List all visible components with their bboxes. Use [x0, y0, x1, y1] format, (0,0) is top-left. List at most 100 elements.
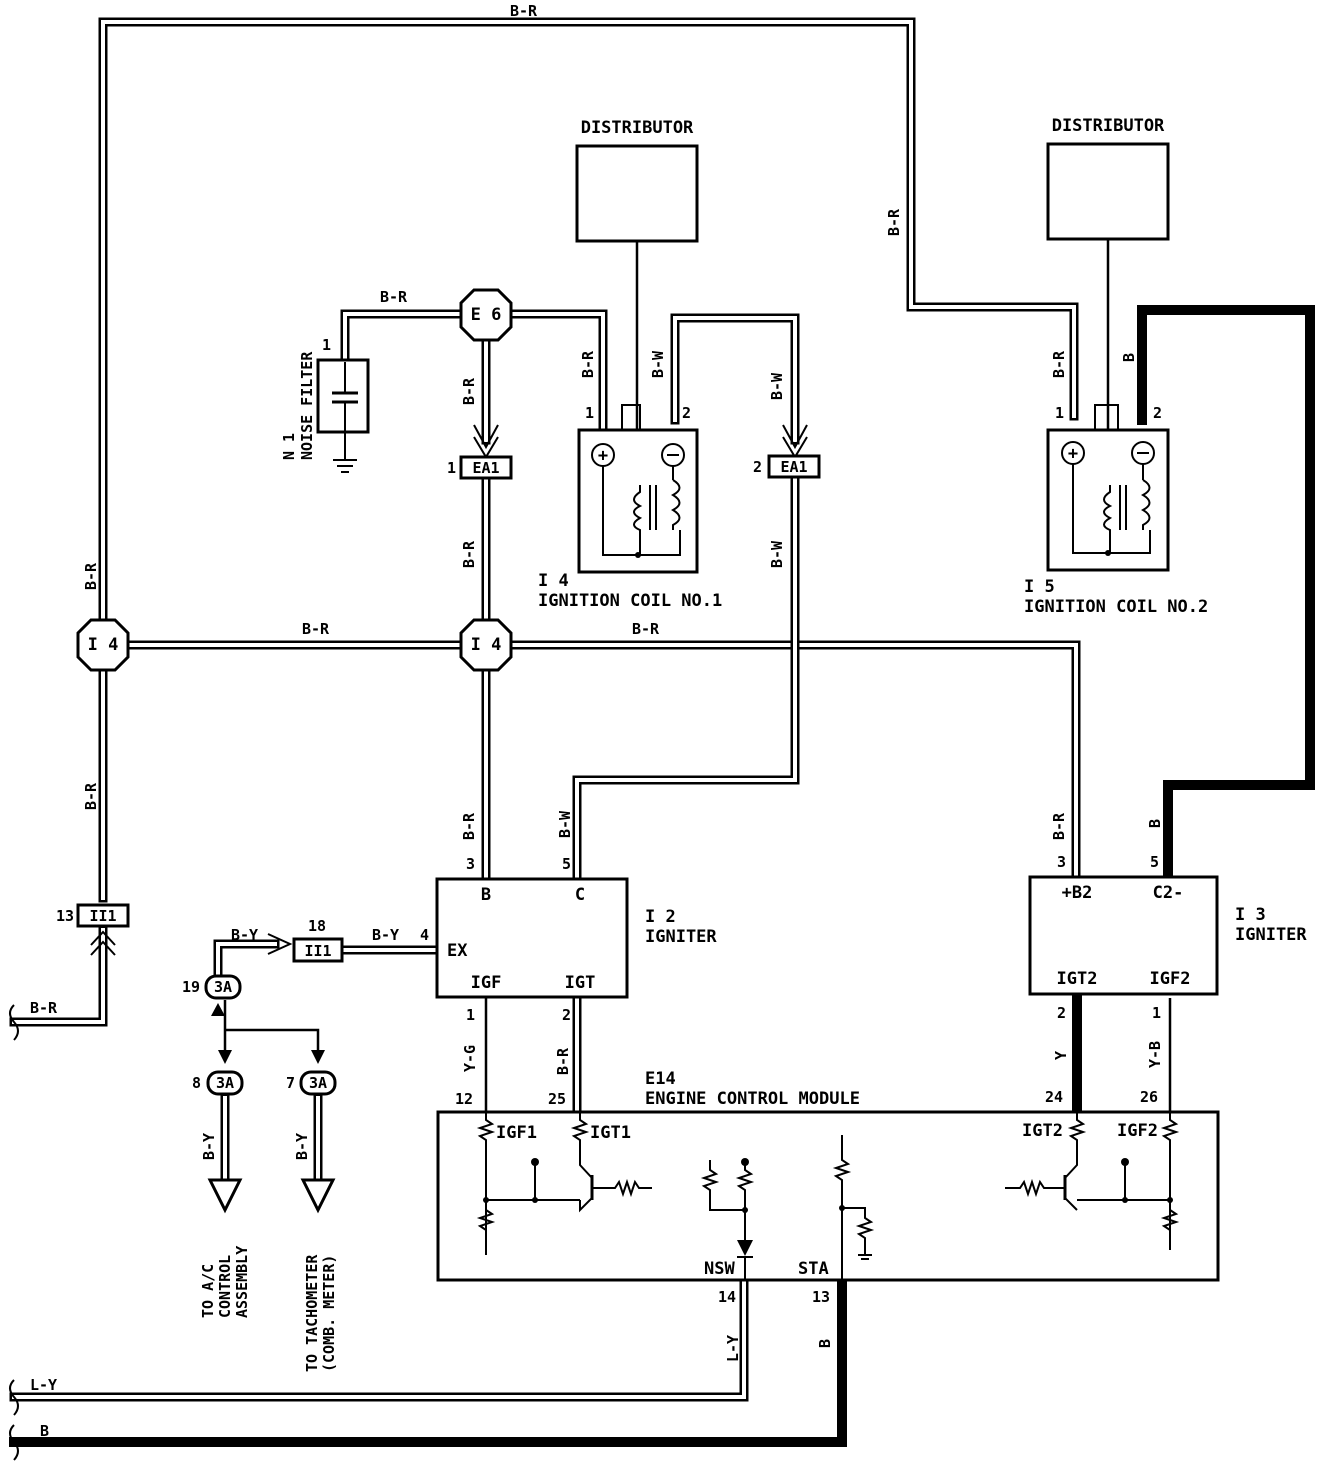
dest-ac-line1: TO A/C	[199, 1264, 217, 1318]
label-by-v1: B-Y	[200, 1133, 218, 1160]
svg-text:+: +	[598, 446, 608, 466]
wire-br-left-exit	[9, 925, 108, 1027]
label-b-v1: B	[1120, 353, 1138, 362]
label-br-noise: B-R	[380, 288, 408, 306]
junction-i4-center-label: I 4	[471, 635, 502, 655]
igniter1-pin-igf: 1	[466, 1006, 475, 1024]
ecm-pin-nsw: 14	[718, 1288, 736, 1306]
dest-tach-line1: TO TACHOMETER	[303, 1254, 321, 1372]
ea1-left-label: EA1	[472, 459, 499, 477]
igniter2-term-b2: +B2	[1062, 883, 1093, 903]
igniter-i3: +B2 C2- IGT2 IGF2 3 5 2 1 I 3 IGNITER	[1028, 853, 1307, 1022]
ignition-coil-2: + 1 2 I 5 IGNITION COIL NO.2	[1024, 404, 1208, 617]
label-br-igt: B-R	[554, 1047, 572, 1075]
igniter1-term-igt: IGT	[565, 973, 596, 993]
junction-i4-center: I 4	[459, 618, 513, 672]
igniter1-pin-c: 5	[562, 855, 571, 873]
label-br-v1: B-R	[82, 562, 100, 590]
connector-ea1-right: EA1 2	[753, 424, 821, 479]
3a-right-label: 3A	[309, 1074, 327, 1092]
dest-tach-line2: (COMB. METER)	[320, 1255, 338, 1372]
ecm-id: E14	[645, 1069, 676, 1089]
igniter2-pin-igt2: 2	[1057, 1004, 1066, 1022]
ecm-term-igt1: IGT1	[590, 1123, 631, 1143]
distributor-1-label: DISTRIBUTOR	[581, 118, 694, 138]
ecm-pin-igt1: 25	[548, 1090, 566, 1108]
distributor-2-label: DISTRIBUTOR	[1052, 116, 1165, 136]
igniter1-term-igf: IGF	[471, 973, 502, 993]
label-ly: L-Y	[724, 1335, 742, 1362]
label-by-a: B-Y	[231, 926, 258, 944]
destination-labels: TO A/C CONTROL ASSEMBLY TO TACHOMETER (C…	[199, 1246, 338, 1372]
label-br-left-exit: B-R	[30, 999, 58, 1017]
ecm-pin-igt2: 24	[1045, 1088, 1063, 1106]
label-br-v9: B-R	[1050, 812, 1068, 840]
connector-ii1-left: II1 13	[56, 903, 130, 956]
ea1-right-pin: 2	[753, 458, 762, 476]
label-bw-v2: B-W	[768, 372, 786, 400]
label-br-v2: B-R	[82, 782, 100, 810]
3a-top-label: 3A	[214, 978, 232, 996]
ecm-term-igf1: IGF1	[496, 1123, 537, 1143]
igniter1-term-b: B	[481, 885, 491, 905]
distributor-2: DISTRIBUTOR	[1046, 116, 1170, 241]
igniter2-term-igf2: IGF2	[1150, 969, 1191, 989]
igniter1-name: IGNITER	[645, 927, 717, 947]
coil2-id: I 5	[1024, 577, 1055, 597]
wire-br-noise-filter	[340, 309, 465, 365]
label-br-v5: B-R	[460, 377, 478, 405]
label-bw-v4: B-W	[556, 810, 574, 838]
label-bw-v3: B-W	[768, 540, 786, 568]
arrow-tach	[300, 1178, 336, 1214]
junction-e6: E 6	[459, 288, 513, 342]
igniter2-id: I 3	[1235, 905, 1266, 925]
engine-control-module: E14 ENGINE CONTROL MODULE 12 25 24 26 IG…	[436, 1069, 1220, 1306]
noise-filter-id: N 1	[280, 433, 298, 460]
igniter2-term-igt2: IGT2	[1057, 969, 1098, 989]
3a-left-label: 3A	[216, 1074, 234, 1092]
junction-e6-label: E 6	[471, 305, 502, 325]
wire-by-3a-ii1	[213, 939, 280, 980]
igniter2-pin-b2: 3	[1057, 853, 1066, 871]
wire-ly-nsw	[9, 1275, 749, 1402]
label-b-exit: B	[40, 1422, 49, 1440]
double-wires	[9, 17, 1081, 1402]
wire-b-sta	[9, 1275, 847, 1447]
label-ly-exit: L-Y	[30, 1376, 57, 1394]
igniter2-name: IGNITER	[1235, 925, 1307, 945]
connector-3a-left: 3A 8	[192, 1050, 244, 1096]
arrow-ac	[207, 1178, 243, 1214]
label-by-v2: B-Y	[293, 1133, 311, 1160]
ii1-mid-pin: 18	[308, 917, 326, 935]
ii1-mid-label: II1	[304, 942, 331, 960]
label-br-v6: B-R	[579, 350, 597, 378]
igniter2-term-c2: C2-	[1153, 883, 1184, 903]
dest-ac-line2: CONTROL	[216, 1255, 234, 1318]
ea1-right-label: EA1	[780, 458, 807, 476]
label-y: Y	[1052, 1051, 1070, 1060]
label-b-v2: B	[1146, 819, 1164, 828]
igniter1-pin-b: 3	[466, 855, 475, 873]
left-break-symbols	[9, 1004, 19, 1461]
coil1-pin-neg: 2	[682, 404, 691, 422]
ecm-pin-igf2: 26	[1140, 1088, 1158, 1106]
3a-right-pin: 7	[286, 1074, 295, 1092]
label-bw-v1: B-W	[649, 350, 667, 378]
noise-filter-pin: 1	[322, 336, 331, 354]
ecm-pin-sta: 13	[812, 1288, 830, 1306]
label-yb: Y-B	[1146, 1041, 1164, 1068]
igniter1-id: I 2	[645, 907, 676, 927]
coil2-pin-pos: 1	[1055, 404, 1064, 422]
label-br-v4: B-R	[1050, 350, 1068, 378]
ecm-term-igf2: IGF2	[1117, 1121, 1158, 1141]
ii1-left-label: II1	[89, 907, 116, 925]
ecm-term-igt2: IGT2	[1022, 1121, 1063, 1141]
junction-i4-left: I 4	[76, 618, 130, 672]
3a-left-pin: 8	[192, 1074, 201, 1092]
label-br-v8: B-R	[460, 812, 478, 840]
coil2-pin-neg: 2	[1153, 404, 1162, 422]
label-br-v7: B-R	[460, 540, 478, 568]
coil2-name: IGNITION COIL NO.2	[1024, 597, 1208, 617]
igniter1-term-c: C	[575, 885, 585, 905]
